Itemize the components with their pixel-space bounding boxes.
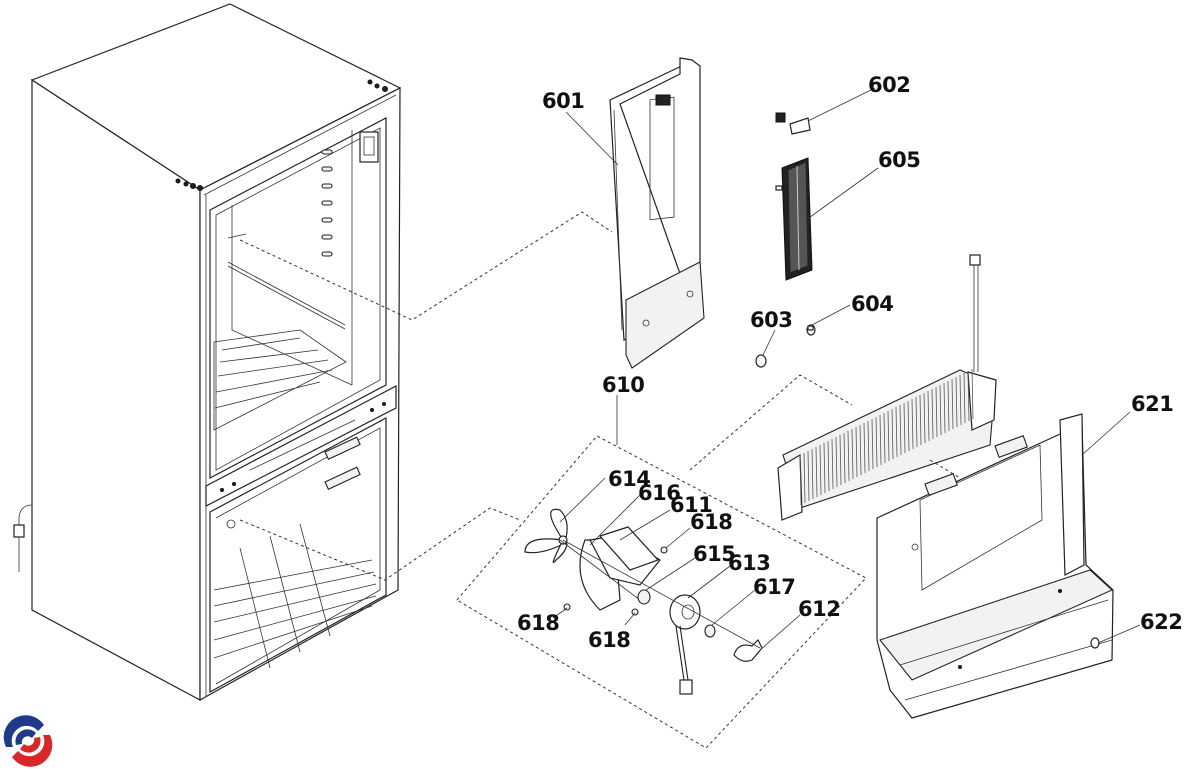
evaporator-fin bbox=[967, 370, 970, 422]
evaporator-fin bbox=[839, 434, 842, 486]
evaporator-fin bbox=[971, 368, 974, 420]
evaporator bbox=[777, 254, 997, 521]
evaporator-fin bbox=[923, 392, 926, 444]
evaporator-fin bbox=[823, 442, 826, 494]
evaporator-fins bbox=[799, 368, 974, 506]
leader-cabinet-fan bbox=[239, 507, 521, 581]
assembly-axis bbox=[562, 539, 761, 649]
freezer-floor-ribs bbox=[213, 523, 377, 669]
evaporator-fin bbox=[931, 388, 934, 440]
callout-604: 604 bbox=[851, 292, 893, 316]
part-612-clip bbox=[733, 638, 763, 662]
callout-621: 621 bbox=[1131, 392, 1173, 416]
evaporator-fin bbox=[955, 376, 958, 428]
evaporator-fin bbox=[819, 444, 822, 496]
evaporator-fin bbox=[891, 408, 894, 460]
evaporator-fin bbox=[871, 418, 874, 470]
callout-leaders bbox=[552, 87, 1141, 651]
evaporator-fin bbox=[943, 382, 946, 434]
part-615-grommet bbox=[637, 589, 651, 605]
callout-616: 616 bbox=[638, 481, 680, 505]
leader-cabinet-duct bbox=[239, 211, 613, 321]
evaporator-fin bbox=[895, 406, 898, 458]
evaporator-fin bbox=[851, 428, 854, 480]
evaporator-fin bbox=[859, 424, 862, 476]
callout-618-top: 618 bbox=[690, 510, 732, 534]
evaporator-fin bbox=[907, 400, 910, 452]
callout-622: 622 bbox=[1140, 610, 1182, 634]
callout-617: 617 bbox=[753, 575, 795, 599]
part-604-cap bbox=[806, 324, 816, 336]
part-605-filter bbox=[775, 157, 813, 281]
part-613-fan-motor bbox=[669, 594, 701, 695]
callout-618-bottom: 618 bbox=[588, 628, 630, 652]
callout-614: 614 bbox=[608, 467, 650, 491]
evaporator-fin bbox=[939, 384, 942, 436]
evaporator-fin bbox=[899, 404, 902, 456]
callout-610: 610 bbox=[602, 373, 644, 397]
evaporator-fin bbox=[847, 430, 850, 482]
brand-logo bbox=[3, 715, 53, 767]
evaporator-fin bbox=[927, 390, 930, 442]
evaporator-fin bbox=[947, 380, 950, 432]
evaporator-fin bbox=[855, 426, 858, 478]
power-cord bbox=[13, 504, 33, 572]
evaporator-fin bbox=[843, 432, 846, 484]
evaporator-fin bbox=[963, 372, 966, 424]
part-621-evaporator-cover bbox=[876, 413, 1114, 719]
part-614-fan-blade bbox=[524, 508, 568, 564]
part-611-bracket bbox=[598, 526, 660, 571]
evaporator-fin bbox=[811, 448, 814, 500]
part-622-cap bbox=[1090, 637, 1100, 649]
callout-615: 615 bbox=[693, 542, 735, 566]
fridge-floor-ribs bbox=[213, 329, 347, 431]
part-601-duct-cover bbox=[609, 57, 705, 369]
evaporator-fin bbox=[951, 378, 954, 430]
evaporator-fin bbox=[827, 440, 830, 492]
evaporator-fin bbox=[915, 396, 918, 448]
evaporator-fin bbox=[959, 374, 962, 426]
part-603-cap bbox=[755, 354, 767, 368]
hinge-holes bbox=[175, 79, 388, 191]
callout-602: 602 bbox=[868, 73, 910, 97]
callout-612: 612 bbox=[798, 597, 840, 621]
callout-613: 613 bbox=[728, 551, 770, 575]
evaporator-fin bbox=[911, 398, 914, 450]
evaporator-fin bbox=[799, 454, 802, 506]
evaporator-fin bbox=[903, 402, 906, 454]
callout-605: 605 bbox=[878, 148, 920, 172]
part-617-grommet bbox=[704, 624, 716, 638]
shelf-supports bbox=[321, 149, 333, 257]
part-618-screws bbox=[563, 546, 668, 616]
evaporator-fin bbox=[863, 422, 866, 474]
callout-601: 601 bbox=[542, 89, 584, 113]
evaporator-fin bbox=[875, 416, 878, 468]
evaporator-fin bbox=[935, 386, 938, 438]
evaporator-fin bbox=[831, 438, 834, 490]
callout-618-left: 618 bbox=[517, 611, 559, 635]
callout-603: 603 bbox=[750, 308, 792, 332]
evaporator-fin bbox=[887, 410, 890, 462]
part-602-cap bbox=[775, 112, 811, 135]
evaporator-fin bbox=[815, 446, 818, 498]
evaporator-fin bbox=[867, 420, 870, 472]
evaporator-fin bbox=[883, 412, 886, 464]
evaporator-fin bbox=[835, 436, 838, 488]
refrigerator-cabinet bbox=[13, 3, 402, 702]
evaporator-fin bbox=[803, 452, 806, 504]
evaporator-fin bbox=[807, 450, 810, 502]
leader-evap bbox=[689, 374, 853, 471]
callout-611: 611 bbox=[670, 493, 712, 517]
evaporator-fin bbox=[879, 414, 882, 466]
evaporator-fin bbox=[919, 394, 922, 446]
